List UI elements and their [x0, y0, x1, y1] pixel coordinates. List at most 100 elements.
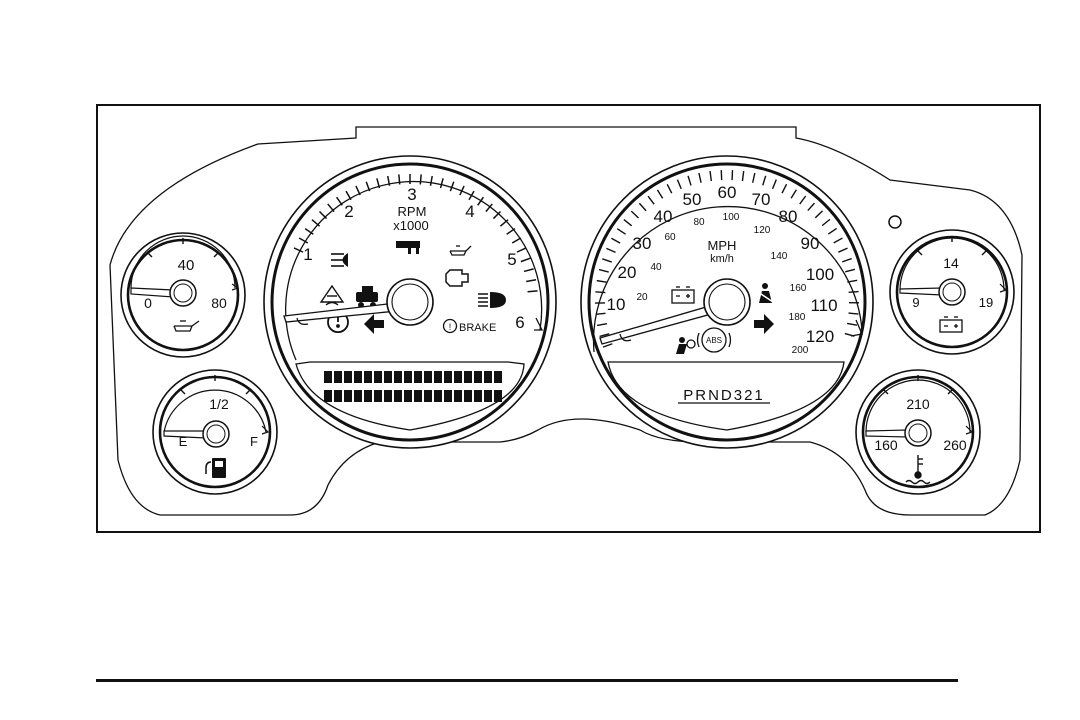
- mph-tick-60: 60: [718, 183, 737, 202]
- lcd-segment: [344, 371, 352, 383]
- lcd-segment: [394, 390, 402, 402]
- mph-tick-120: 120: [806, 327, 834, 346]
- dial-tick: [596, 313, 606, 314]
- volt-tick-low: 9: [912, 295, 919, 310]
- lcd-segment: [334, 371, 342, 383]
- lcd-segment: [474, 390, 482, 402]
- lcd-segment: [324, 390, 332, 402]
- lcd-segment: [414, 371, 422, 383]
- lcd-segment: [454, 390, 462, 402]
- voltmeter-gauge: 14 9 19: [890, 230, 1014, 354]
- kmh-tick-200: 200: [792, 345, 809, 356]
- tach-tick-3: 3: [407, 185, 416, 204]
- lcd-segment: [424, 390, 432, 402]
- lcd-segment: [374, 390, 382, 402]
- svg-text:!: !: [449, 322, 452, 332]
- mph-tick-50: 50: [683, 190, 702, 209]
- mph-tick-110: 110: [810, 296, 837, 315]
- tachometer: 1 2 3 4 5 6 RPM x1000: [264, 156, 556, 448]
- mph-tick-40: 40: [654, 207, 673, 226]
- tach-tick-5: 5: [507, 250, 516, 269]
- fuel-tick-full: F: [250, 434, 258, 449]
- mph-tick-100: 100: [806, 265, 834, 284]
- mph-tick-20: 20: [618, 263, 637, 282]
- kmh-tick-20: 20: [636, 292, 648, 303]
- oil-pressure-gauge: 40 0 80: [121, 233, 245, 357]
- oil-tick-mid: 40: [178, 257, 195, 274]
- lcd-segment: [344, 390, 352, 402]
- kmh-tick-60: 60: [664, 232, 676, 243]
- lcd-segment: [364, 371, 372, 383]
- mph-tick-70: 70: [752, 190, 771, 209]
- speedo-hub: [704, 279, 750, 325]
- temp-tick-low: 160: [874, 437, 898, 453]
- temp-tick-high: 260: [943, 437, 967, 453]
- lcd-segment: [484, 390, 492, 402]
- lcd-segment: [364, 390, 372, 402]
- mph-tick-10: 10: [607, 295, 626, 314]
- speedometer: 10 20 30 40 50 60 70 80 90 100 110 120 2…: [581, 156, 873, 448]
- lcd-segment: [354, 390, 362, 402]
- kmh-tick-140: 140: [771, 251, 788, 262]
- lcd-segment: [444, 371, 452, 383]
- dial-tick: [528, 291, 538, 292]
- lcd-segment: [454, 371, 462, 383]
- lcd-segment: [404, 371, 412, 383]
- tach-multiplier-label: x1000: [393, 218, 428, 233]
- lcd-segment: [414, 390, 422, 402]
- volt-tick-high: 19: [979, 295, 993, 310]
- brake-label: BRAKE: [459, 322, 496, 334]
- kmh-tick-120: 120: [754, 225, 771, 236]
- lcd-segment: [374, 371, 382, 383]
- dial-tick: [595, 292, 605, 293]
- kmh-tick-80: 80: [693, 217, 705, 228]
- lcd-segment: [464, 390, 472, 402]
- lcd-segment: [354, 371, 362, 383]
- speed-unit-kmh: km/h: [710, 253, 734, 265]
- tach-tick-2: 2: [344, 202, 353, 221]
- temp-tick-mid: 210: [906, 396, 930, 412]
- tach-unit-label: RPM: [398, 204, 427, 219]
- kmh-tick-100: 100: [723, 212, 740, 223]
- trip-reset-knob[interactable]: [889, 216, 901, 228]
- dial-tick: [848, 313, 858, 314]
- temp-needle: [866, 430, 908, 437]
- gear-position-indicator: PRND321: [683, 387, 765, 404]
- lcd-segment: [494, 390, 502, 402]
- lcd-segment: [434, 390, 442, 402]
- lcd-segment: [424, 371, 432, 383]
- fuel-tick-half: 1/2: [209, 396, 229, 412]
- kmh-tick-40: 40: [650, 262, 662, 273]
- lcd-segment: [434, 371, 442, 383]
- tach-tick-6: 6: [515, 313, 524, 332]
- lcd-segment: [474, 371, 482, 383]
- lcd-segment: [394, 371, 402, 383]
- footer-rule: [96, 679, 958, 682]
- abs-label: ABS: [706, 336, 722, 345]
- tach-tick-1: 1: [303, 245, 312, 264]
- oil-tick-low: 0: [144, 295, 152, 311]
- lcd-segment: [484, 371, 492, 383]
- kmh-tick-160: 160: [790, 283, 807, 294]
- lcd-segment: [324, 371, 332, 383]
- lcd-segment: [404, 390, 412, 402]
- volt-tick-mid: 14: [943, 255, 959, 271]
- lcd-segment: [464, 371, 472, 383]
- mph-tick-80: 80: [779, 207, 798, 226]
- lcd-segment: [494, 371, 502, 383]
- dial-tick: [420, 174, 421, 184]
- dial-tick: [849, 292, 859, 293]
- fuel-gauge: 1/2 E F: [153, 370, 277, 494]
- lcd-segment: [384, 371, 392, 383]
- coolant-temperature-gauge: 210 160 260: [856, 370, 980, 494]
- kmh-tick-180: 180: [789, 312, 806, 323]
- speed-unit-mph: MPH: [708, 238, 737, 253]
- dial-tick: [399, 174, 400, 184]
- mph-tick-30: 30: [633, 234, 652, 253]
- tach-hub: [387, 279, 433, 325]
- tach-tick-4: 4: [465, 202, 474, 221]
- oil-tick-high: 80: [211, 295, 227, 311]
- lcd-segment: [384, 390, 392, 402]
- lcd-segment: [334, 390, 342, 402]
